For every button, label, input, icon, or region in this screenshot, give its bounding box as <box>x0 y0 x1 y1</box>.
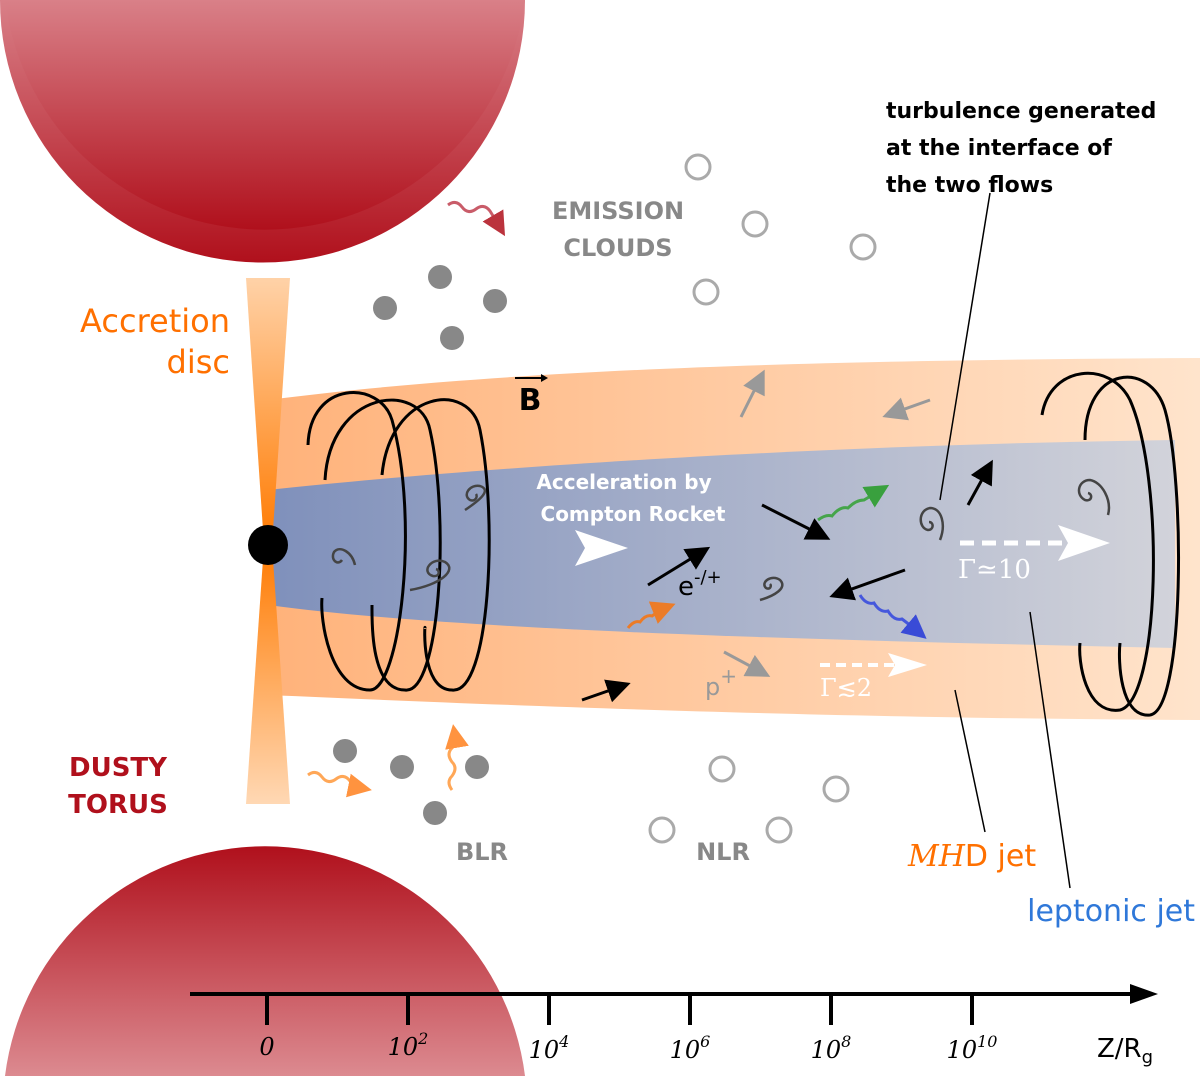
magnetic-field-label: B <box>515 374 548 418</box>
nlr-label: NLR <box>696 838 750 866</box>
axis-tick-label: 106 <box>670 1032 711 1064</box>
electron-label: e-/+ <box>678 567 722 602</box>
turbulence-label-line1: turbulence generated <box>886 99 1156 124</box>
axis-label: Z/Rg <box>1097 1034 1153 1068</box>
distance-axis: 0 102 104 106 108 1010 Z/Rg <box>190 984 1158 1068</box>
nlr-clouds <box>648 153 877 844</box>
photon-red <box>447 200 506 237</box>
accretion-disc-label-line1: Accretion <box>80 302 230 340</box>
axis-tick-label: 0 <box>259 1033 274 1061</box>
blr-label: BLR <box>456 838 508 866</box>
accretion-disc-top <box>246 278 290 545</box>
dusty-torus-label-line2: TORUS <box>68 790 168 820</box>
axis-tick-label: 104 <box>529 1032 570 1064</box>
dusty-torus-bottom <box>5 846 525 1076</box>
bulk-flow-arrow-mhd <box>820 653 927 677</box>
compton-rocket-label-line1: Acceleration by <box>536 470 711 494</box>
turbulence-label-line3: the two flows <box>886 173 1053 198</box>
accretion-disc-label-line2: disc <box>167 343 230 381</box>
turbulence-label-line2: at the interface of <box>886 136 1112 161</box>
leptonic-jet-callout-line <box>1029 611 1071 889</box>
mhd-jet-label: MHD jet <box>907 839 1036 874</box>
lorentz-factor-mhd: Γ≲2 <box>820 674 872 702</box>
leptonic-jet <box>268 440 1175 648</box>
proton-label: p+ <box>705 664 737 701</box>
blr-clouds <box>333 265 507 825</box>
bulk-flow-arrow-lepton-left <box>420 530 628 566</box>
photon-orange-jet <box>626 601 676 629</box>
black-hole <box>248 525 288 565</box>
bulk-flow-arrow-lepton-right <box>960 525 1110 561</box>
turbulence-callout-line <box>939 192 991 501</box>
axis-tick-label: 1010 <box>947 1032 998 1064</box>
magnetic-field-helix-right <box>1040 371 1181 717</box>
lorentz-factor-leptonic: Γ≃10 <box>958 555 1031 585</box>
accretion-disc-bottom <box>246 545 290 804</box>
axis-tick-label: 102 <box>388 1029 429 1061</box>
particle-arrows <box>581 459 993 703</box>
turbulence-swirls <box>331 478 1111 602</box>
mhd-jet-callout-line <box>954 689 986 833</box>
proton-arrows <box>723 369 931 677</box>
dusty-torus-label-line1: DUSTY <box>69 753 168 783</box>
axis-tick-label: 108 <box>811 1032 852 1064</box>
photon-green <box>817 484 890 522</box>
magnetic-field-helix-left <box>306 391 491 692</box>
svg-text:B: B <box>519 383 542 418</box>
photon-blue <box>858 594 927 639</box>
photon-orange-up <box>445 724 469 791</box>
photon-orange-disc <box>307 770 372 798</box>
emission-clouds-label-line2: CLOUDS <box>563 234 672 262</box>
emission-clouds-label-line1: EMISSION <box>552 197 684 225</box>
compton-rocket-label-line2: Compton Rocket <box>541 502 726 526</box>
leptonic-jet-label: leptonic jet <box>1027 894 1195 929</box>
